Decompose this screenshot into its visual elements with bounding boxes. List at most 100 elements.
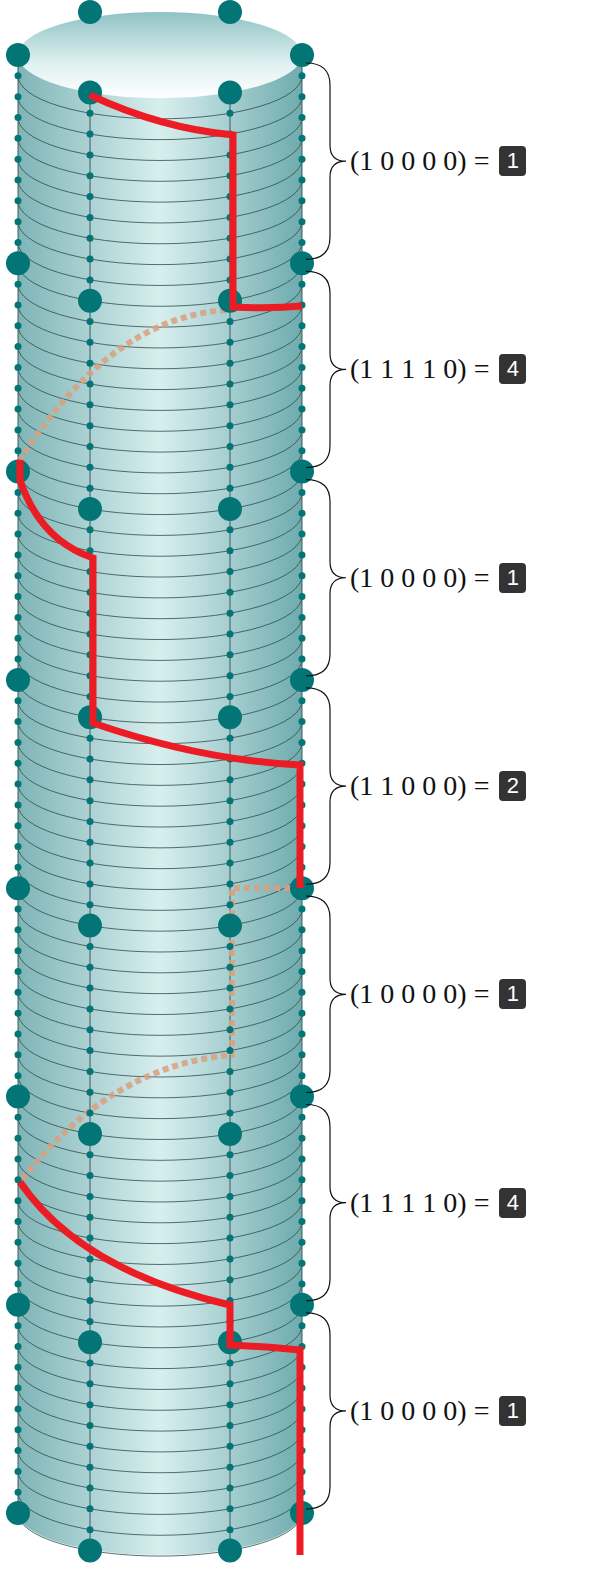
vector-label: (1 1 0 0 0) = bbox=[350, 772, 489, 800]
grid-dot bbox=[15, 301, 22, 308]
grid-arc bbox=[18, 1013, 302, 1056]
vector-label: (1 0 0 0 0) = bbox=[350, 1397, 489, 1425]
grid-dot bbox=[87, 755, 94, 762]
grid-dot bbox=[87, 1172, 94, 1179]
grid-dot bbox=[15, 218, 22, 225]
grid-dot bbox=[299, 926, 306, 933]
grid-dot bbox=[15, 1155, 22, 1162]
grid-dot bbox=[299, 1239, 306, 1246]
value-number: 4 bbox=[507, 1192, 519, 1214]
grid-dot bbox=[227, 422, 234, 429]
grid-dot bbox=[6, 1293, 30, 1317]
value-box: 1 bbox=[499, 979, 526, 1009]
grid-arc bbox=[18, 951, 302, 994]
grid-dot bbox=[299, 906, 306, 913]
grid-dot bbox=[299, 135, 306, 142]
grid-dot bbox=[227, 943, 234, 950]
grid-dot bbox=[227, 1255, 234, 1262]
grid-dot bbox=[299, 489, 306, 496]
grid-dot bbox=[227, 526, 234, 533]
grid-dot bbox=[87, 1380, 94, 1387]
grid-dot bbox=[299, 343, 306, 350]
grid-dot bbox=[87, 110, 94, 117]
grid-dot bbox=[87, 360, 94, 367]
grid-arc bbox=[18, 680, 302, 723]
grid-dot bbox=[227, 1214, 234, 1221]
grid-dot bbox=[87, 943, 94, 950]
grid-arc bbox=[18, 701, 302, 744]
grid-arc bbox=[18, 576, 302, 619]
grid-dot bbox=[87, 318, 94, 325]
grid-dot bbox=[227, 1068, 234, 1075]
grid-dot bbox=[15, 406, 22, 413]
grid-dot bbox=[87, 276, 94, 283]
grid-arc bbox=[18, 492, 302, 535]
grid-dot bbox=[15, 947, 22, 954]
grid-dot bbox=[227, 1443, 234, 1450]
grid-dot bbox=[15, 1385, 22, 1392]
grid-dot bbox=[15, 1322, 22, 1329]
value-box: 1 bbox=[499, 563, 526, 593]
grid-arc bbox=[18, 1367, 302, 1410]
grid-dot bbox=[227, 464, 234, 471]
grid-dot bbox=[227, 318, 234, 325]
grid-dot bbox=[218, 1122, 242, 1146]
grid-dot bbox=[15, 364, 22, 371]
grid-dot bbox=[299, 218, 306, 225]
curly-brace bbox=[306, 480, 346, 676]
grid-dot bbox=[15, 656, 22, 663]
grid-dot bbox=[15, 801, 22, 808]
grid-dot bbox=[227, 797, 234, 804]
grid-dot bbox=[6, 251, 30, 275]
grid-dot bbox=[15, 1489, 22, 1496]
grid-dot bbox=[299, 385, 306, 392]
grid-arc bbox=[18, 1138, 302, 1181]
grid-arc bbox=[18, 909, 302, 952]
grid-dot bbox=[299, 1135, 306, 1142]
grid-arc bbox=[18, 1201, 302, 1244]
grid-arc bbox=[18, 847, 302, 890]
grid-dot bbox=[227, 1026, 234, 1033]
grid-arc bbox=[18, 242, 302, 285]
value-number: 2 bbox=[507, 775, 519, 797]
grid-dot bbox=[15, 1051, 22, 1058]
grid-dot bbox=[299, 1218, 306, 1225]
grid-dot bbox=[227, 1193, 234, 1200]
grid-dot bbox=[299, 510, 306, 517]
grid-dot bbox=[87, 1276, 94, 1283]
grid-dot bbox=[87, 901, 94, 908]
grid-dot bbox=[15, 343, 22, 350]
grid-dot bbox=[15, 1447, 22, 1454]
curly-brace bbox=[306, 1313, 346, 1509]
grid-arc bbox=[18, 1451, 302, 1494]
grid-dot bbox=[227, 1380, 234, 1387]
grid-dot bbox=[87, 1485, 94, 1492]
grid-dot bbox=[227, 1526, 234, 1533]
grid-dot bbox=[6, 1501, 30, 1525]
grid-dot bbox=[87, 131, 94, 138]
grid-dot bbox=[299, 72, 306, 79]
grid-dot bbox=[227, 568, 234, 575]
grid-dot bbox=[227, 1089, 234, 1096]
grid-dot bbox=[299, 593, 306, 600]
grid-arc bbox=[18, 472, 302, 515]
grid-dot bbox=[299, 1031, 306, 1038]
value-number: 1 bbox=[507, 1400, 519, 1422]
grid-dot bbox=[15, 114, 22, 121]
grid-dot bbox=[227, 964, 234, 971]
grid-dot bbox=[15, 1239, 22, 1246]
grid-dot bbox=[15, 1468, 22, 1475]
grid-dot bbox=[299, 114, 306, 121]
grid-dot bbox=[87, 443, 94, 450]
grid-dot bbox=[299, 176, 306, 183]
grid-dot bbox=[15, 760, 22, 767]
braces bbox=[306, 63, 346, 1509]
grid-dot bbox=[227, 651, 234, 658]
value-number: 4 bbox=[507, 358, 519, 380]
grid-dot bbox=[227, 381, 234, 388]
grid-dot bbox=[15, 1197, 22, 1204]
grid-dot bbox=[87, 735, 94, 742]
grid-dot bbox=[87, 880, 94, 887]
grid-arc bbox=[18, 1242, 302, 1285]
grid-dot bbox=[299, 322, 306, 329]
